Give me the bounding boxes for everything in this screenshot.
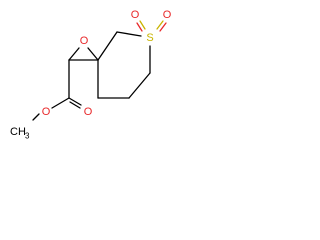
ester-oxygen-label: O [42,106,51,118]
bond-ring-c-c [128,72,151,99]
molecule-structure-diagram: O S O O O O CH 3 [10,9,172,141]
bond-carbonyl-double-a [68,97,82,106]
epoxide-oxygen-label: O [80,35,89,47]
sulfonyl-oxygen-left-label: O [131,9,140,21]
sulfur-label: S [146,32,153,44]
bond-spiro-c-ch2 [97,31,118,61]
bond-s-o-left-a [139,20,146,30]
bond-s-o-left-b [136,22,143,32]
bond-ester-o-methyl [32,113,40,121]
sulfonyl-oxygen-right-label: O [163,9,172,21]
methyl-subscript: 3 [25,132,30,141]
bond-c2-epoxide-o [68,47,80,61]
methyl-label: CH [10,126,26,138]
bond-spiro-c-epoxide-o [87,47,99,61]
bond-carbonyl-double-b [69,101,81,109]
carbonyl-oxygen-label: O [84,106,93,118]
bond-carbonyl-c-ester-o [51,97,70,109]
bond-ch2-s [116,31,142,37]
bond-s-o-right-b [159,22,167,32]
bond-s-o-right-a [156,20,164,30]
